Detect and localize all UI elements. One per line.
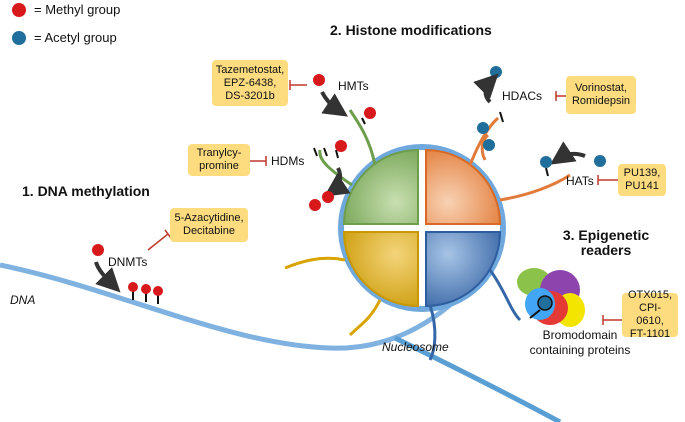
- histone-yellow: [342, 231, 419, 308]
- histone-blue: [425, 231, 502, 308]
- drug-bromo-2: CPI-0610,: [636, 302, 664, 327]
- drug-hmt-2: EPZ-6438,: [223, 76, 277, 89]
- drug-dnmt-2: Decitabine: [183, 225, 235, 237]
- heading-readers-line2: readers: [580, 242, 632, 258]
- label-hats: HATs: [566, 174, 594, 188]
- drugbox-dnmt: 5-Azacytidine, Decitabine: [170, 208, 248, 242]
- hmt-methyl-dot: [313, 74, 325, 86]
- tail-green-left: [318, 149, 353, 187]
- hdm-tail-marks: [313, 147, 339, 159]
- drug-hdac-1: Vorinostat,: [575, 82, 627, 94]
- drug-hdm-1: Tranylcy-: [196, 147, 242, 159]
- tail-yellow-left: [284, 256, 346, 270]
- hdac-tail-acetyl: [477, 111, 504, 151]
- drug-hmt-3: DS-3201b: [225, 89, 275, 102]
- hdm-released-methyl-1: [309, 199, 321, 211]
- dnmt-inhibitor: [147, 229, 172, 251]
- hdm-arrow: [324, 167, 351, 197]
- methyl-legend-dot: [12, 3, 26, 17]
- bromo-label-line2: containing proteins: [529, 343, 631, 357]
- bromo-label-line1: Bromodomain: [542, 328, 618, 342]
- dnmt-methyl-dot: [92, 244, 104, 256]
- histone-orange: [425, 148, 502, 225]
- drug-bromo-3: FT-1101: [629, 328, 671, 340]
- histone-octamer: [342, 148, 502, 308]
- drug-hdm-2: promine: [199, 160, 239, 172]
- dna-strand-exit: [393, 335, 562, 422]
- histone-green: [342, 148, 419, 225]
- hmt-arrow: [320, 91, 348, 117]
- dnmt-arrow: [94, 261, 121, 293]
- legend-methyl-label: = Methyl group: [34, 2, 121, 17]
- tail-blue-right: [488, 269, 522, 322]
- tail-blue-bottom: [428, 304, 437, 361]
- drugbox-bromo: OTX015, CPI-0610, FT-1101: [622, 289, 678, 340]
- hdac-arrow: [473, 73, 499, 104]
- drug-hdac-2: Romidepsin: [571, 95, 631, 107]
- tail-orange-mid: [480, 133, 490, 161]
- label-hdms: HDMs: [271, 154, 305, 168]
- drug-hmt-1: Tazemetostat,: [215, 63, 285, 76]
- drug-dnmt-1: 5-Azacytidine,: [174, 212, 244, 224]
- drugbox-hmt: Tazemetostat, EPZ-6438, DS-3201b: [212, 60, 288, 106]
- hat-acetyl-dot: [594, 155, 606, 167]
- label-nucleosome: Nucleosome: [382, 340, 449, 354]
- drug-bromo-1: OTX015,: [627, 289, 673, 301]
- tail-green-top: [348, 109, 377, 166]
- label-dnmts: DNMTs: [108, 255, 148, 269]
- hat-tail-acetyl: [540, 156, 552, 177]
- heading-dna-methylation: 1. DNA methylation: [22, 183, 150, 199]
- label-hdacs: HDACs: [502, 89, 543, 103]
- hdac-acetyl-dot: [490, 66, 502, 78]
- drugbox-hdm: Tranylcy- promine: [188, 144, 250, 176]
- hat-arrow: [550, 141, 586, 165]
- label-bromodomain: Bromodomain containing proteins: [510, 328, 650, 358]
- dna-methyl-marks: [128, 282, 163, 304]
- nucleosome-dna-wrap: [338, 144, 506, 312]
- heading-histone-modifications: 2. Histone modifications: [330, 22, 492, 38]
- heading-readers-line1: 3. Epigenetic: [562, 227, 650, 243]
- hmt-tail-methyl: [361, 107, 376, 125]
- drugbox-hat: PU139, PU141: [618, 164, 666, 196]
- label-hmts: HMTs: [338, 79, 369, 93]
- bromodomain-protein: [517, 268, 585, 327]
- heading-epigenetic-readers: 3. Epigenetic readers: [556, 228, 656, 258]
- acetyl-legend-dot: [12, 31, 26, 45]
- hdm-tail-methyl: [335, 140, 347, 152]
- drug-hat-1: PU139,: [623, 167, 661, 179]
- tail-orange-right: [499, 173, 571, 202]
- drugbox-hdac: Vorinostat, Romidepsin: [566, 76, 636, 114]
- tail-yellow-bottom: [348, 299, 382, 337]
- label-dna: DNA: [10, 293, 36, 307]
- drug-hat-2: PU141: [625, 180, 659, 192]
- hdm-released-methyl-2: [322, 191, 334, 203]
- legend-acetyl-label: = Acetyl group: [34, 30, 117, 45]
- tail-orange-top: [468, 116, 500, 166]
- dna-strand: [0, 262, 452, 351]
